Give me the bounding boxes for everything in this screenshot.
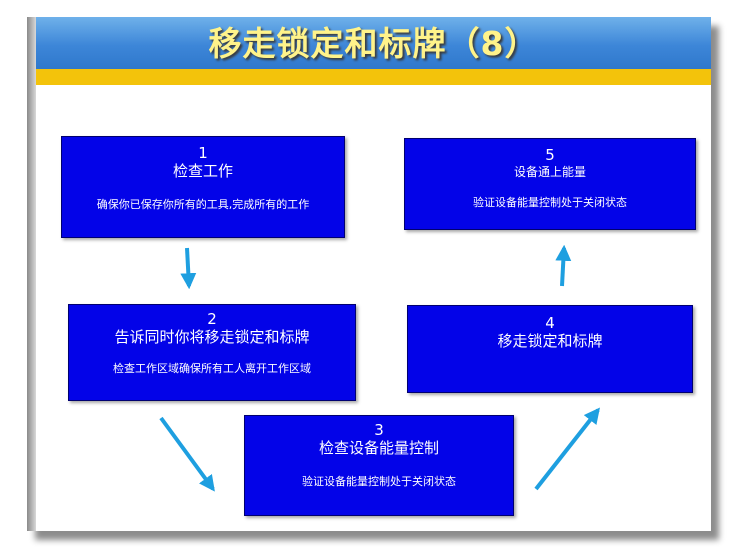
title-stripe xyxy=(36,69,711,85)
step-1-number: 1 xyxy=(198,144,208,162)
step-1-heading: 检查工作 xyxy=(172,162,233,180)
slide-left-bar xyxy=(27,17,36,531)
step-2-box: 2 告诉同时你将移走锁定和标牌 检查工作区域确保所有工人离开工作区域 xyxy=(68,304,356,401)
step-1-box: 1 检查工作 确保你已保存你所有的工具,完成所有的工作 xyxy=(61,136,345,238)
step-4-number: 4 xyxy=(545,314,555,332)
step-2-detail: 检查工作区域确保所有工人离开工作区域 xyxy=(113,362,311,375)
step-5-box: 5 设备通上能量 验证设备能量控制处于关闭状态 xyxy=(404,138,696,230)
step-2-number: 2 xyxy=(207,310,217,328)
step-3-box: 3 检查设备能量控制 验证设备能量控制处于关闭状态 xyxy=(244,415,514,516)
step-3-detail: 验证设备能量控制处于关闭状态 xyxy=(302,475,456,488)
step-5-number: 5 xyxy=(545,146,555,164)
step-1-detail: 确保你已保存你所有的工具,完成所有的工作 xyxy=(96,198,310,211)
step-4-box: 4 移走锁定和标牌 xyxy=(407,305,693,393)
slide-title: 移走锁定和标牌（8） xyxy=(208,24,539,63)
step-3-number: 3 xyxy=(374,421,384,439)
step-4-heading: 移走锁定和标牌 xyxy=(497,332,603,350)
step-5-detail: 验证设备能量控制处于关闭状态 xyxy=(473,196,627,209)
arrow-3-to-4 xyxy=(534,407,600,491)
arrow-2-to-3 xyxy=(159,416,215,492)
arrow-4-to-5 xyxy=(555,244,572,287)
step-2-heading: 告诉同时你将移走锁定和标牌 xyxy=(114,328,310,346)
arrow-1-to-2 xyxy=(180,247,197,290)
title-band xyxy=(36,17,711,69)
step-5-heading: 设备通上能量 xyxy=(513,165,586,179)
step-3-heading: 检查设备能量控制 xyxy=(318,439,439,457)
